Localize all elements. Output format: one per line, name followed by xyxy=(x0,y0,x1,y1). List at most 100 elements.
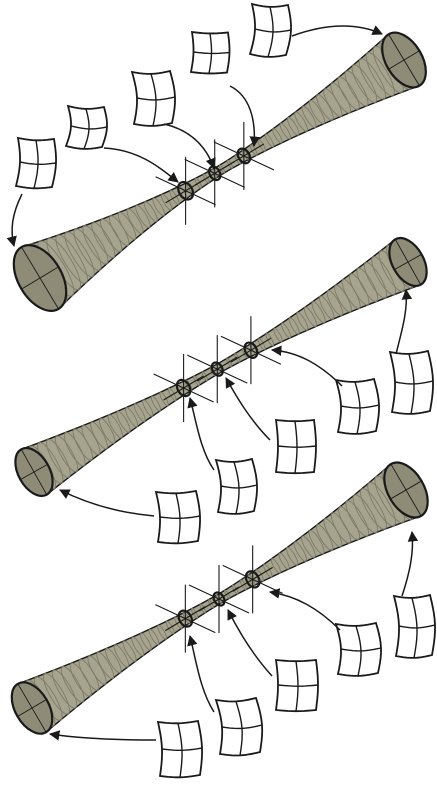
diagonal-axis-line xyxy=(165,606,206,632)
grid-patch xyxy=(214,696,264,757)
tube-band xyxy=(150,395,162,412)
tube-band xyxy=(46,438,71,478)
grid-patch xyxy=(189,30,231,75)
tube-band xyxy=(365,52,395,97)
tube-band xyxy=(131,636,145,657)
tube-band xyxy=(308,529,325,555)
tube-band xyxy=(69,662,92,697)
diagonal-axis-line xyxy=(196,356,238,382)
tube-band xyxy=(286,546,299,566)
patch-grid-line xyxy=(340,647,382,652)
tube-band xyxy=(316,94,334,121)
tube-band xyxy=(91,221,116,259)
patch-outline xyxy=(156,719,203,779)
diagonal-axis-line xyxy=(230,337,272,363)
end-axis-line xyxy=(390,480,422,500)
patch-outline xyxy=(248,2,292,58)
patch-grid-line xyxy=(394,380,434,385)
mapping-arrow xyxy=(395,288,413,355)
patch-grid-line xyxy=(193,51,230,55)
patch-outline xyxy=(154,489,201,545)
tube-band xyxy=(367,481,396,527)
patch-grid-line xyxy=(70,125,108,130)
grid-patch xyxy=(274,659,319,713)
tube-band xyxy=(319,295,335,320)
grid-patch xyxy=(388,349,434,415)
tube-band xyxy=(288,317,300,335)
diagonal-axis-line xyxy=(198,586,240,612)
patch-outline xyxy=(388,349,434,415)
mapping-arrow xyxy=(59,489,155,517)
tube-band xyxy=(139,632,152,651)
end-axis-line xyxy=(388,50,420,70)
tube-band xyxy=(338,506,361,541)
mapping-arrow xyxy=(163,123,216,169)
tube-band xyxy=(360,488,387,530)
mapping-arrow xyxy=(401,530,419,597)
tube-band xyxy=(344,70,369,107)
tube-band xyxy=(100,218,123,253)
panel-bottom xyxy=(10,461,436,779)
tube-band xyxy=(126,208,144,234)
tube-band xyxy=(152,197,165,217)
grid-patch xyxy=(154,489,201,545)
patch-grid-line xyxy=(159,515,201,520)
cross-section-ring xyxy=(184,139,245,208)
tube-band xyxy=(63,431,86,467)
grid-patch xyxy=(130,69,176,127)
tube-end-cap-left xyxy=(14,446,54,498)
patch-outline xyxy=(14,136,57,190)
patch-grid-line xyxy=(277,445,317,448)
tube-band xyxy=(270,558,282,574)
grid-patch xyxy=(214,457,258,515)
ring-ellipse xyxy=(236,147,252,165)
tube-band xyxy=(356,267,379,303)
tube-band xyxy=(272,128,283,144)
tube-band xyxy=(143,201,158,223)
tube-band xyxy=(363,261,388,299)
ring-ellipse xyxy=(177,180,195,201)
tube-end-cap-left xyxy=(10,681,54,735)
diagonal-axis-line xyxy=(163,375,204,401)
tube-band xyxy=(122,640,137,662)
grid-patch xyxy=(14,136,57,190)
patch-grid-line xyxy=(220,484,258,489)
tube-band xyxy=(278,552,290,570)
tube-band xyxy=(358,58,387,100)
grid-patch xyxy=(392,593,436,659)
tube-band xyxy=(42,672,70,715)
tube-band xyxy=(337,76,360,110)
mapping-arrow xyxy=(229,85,260,148)
tube-band xyxy=(105,647,122,674)
tube-band xyxy=(159,391,169,407)
tube-band xyxy=(330,512,352,544)
panel-top xyxy=(6,2,427,312)
tube-band xyxy=(82,225,109,265)
patch-outline xyxy=(214,696,264,757)
patch-grid-line xyxy=(161,747,203,752)
tube-band xyxy=(54,435,79,473)
patch-grid-line xyxy=(340,404,380,409)
tube-band xyxy=(352,494,378,534)
tube-band xyxy=(98,417,116,444)
mapping-arrow xyxy=(227,609,273,677)
grid-patch xyxy=(334,621,382,677)
patch-grid-line xyxy=(221,724,263,730)
grid-patch xyxy=(156,719,203,779)
cross-section-ring xyxy=(155,584,216,653)
tube-band xyxy=(125,406,139,428)
tube-band xyxy=(351,64,378,104)
patch-outline xyxy=(334,377,380,435)
end-axis-line xyxy=(21,266,59,290)
tube-band xyxy=(303,306,317,328)
mapping-arrow xyxy=(187,634,215,713)
grid-patch xyxy=(274,418,317,475)
patch-outline xyxy=(130,69,176,127)
tube-band xyxy=(293,541,308,562)
tube-band xyxy=(87,655,107,685)
tube-band xyxy=(316,524,334,551)
tube-band xyxy=(51,669,78,709)
tube-band xyxy=(117,211,137,240)
diagonal-axis-line xyxy=(223,143,265,169)
